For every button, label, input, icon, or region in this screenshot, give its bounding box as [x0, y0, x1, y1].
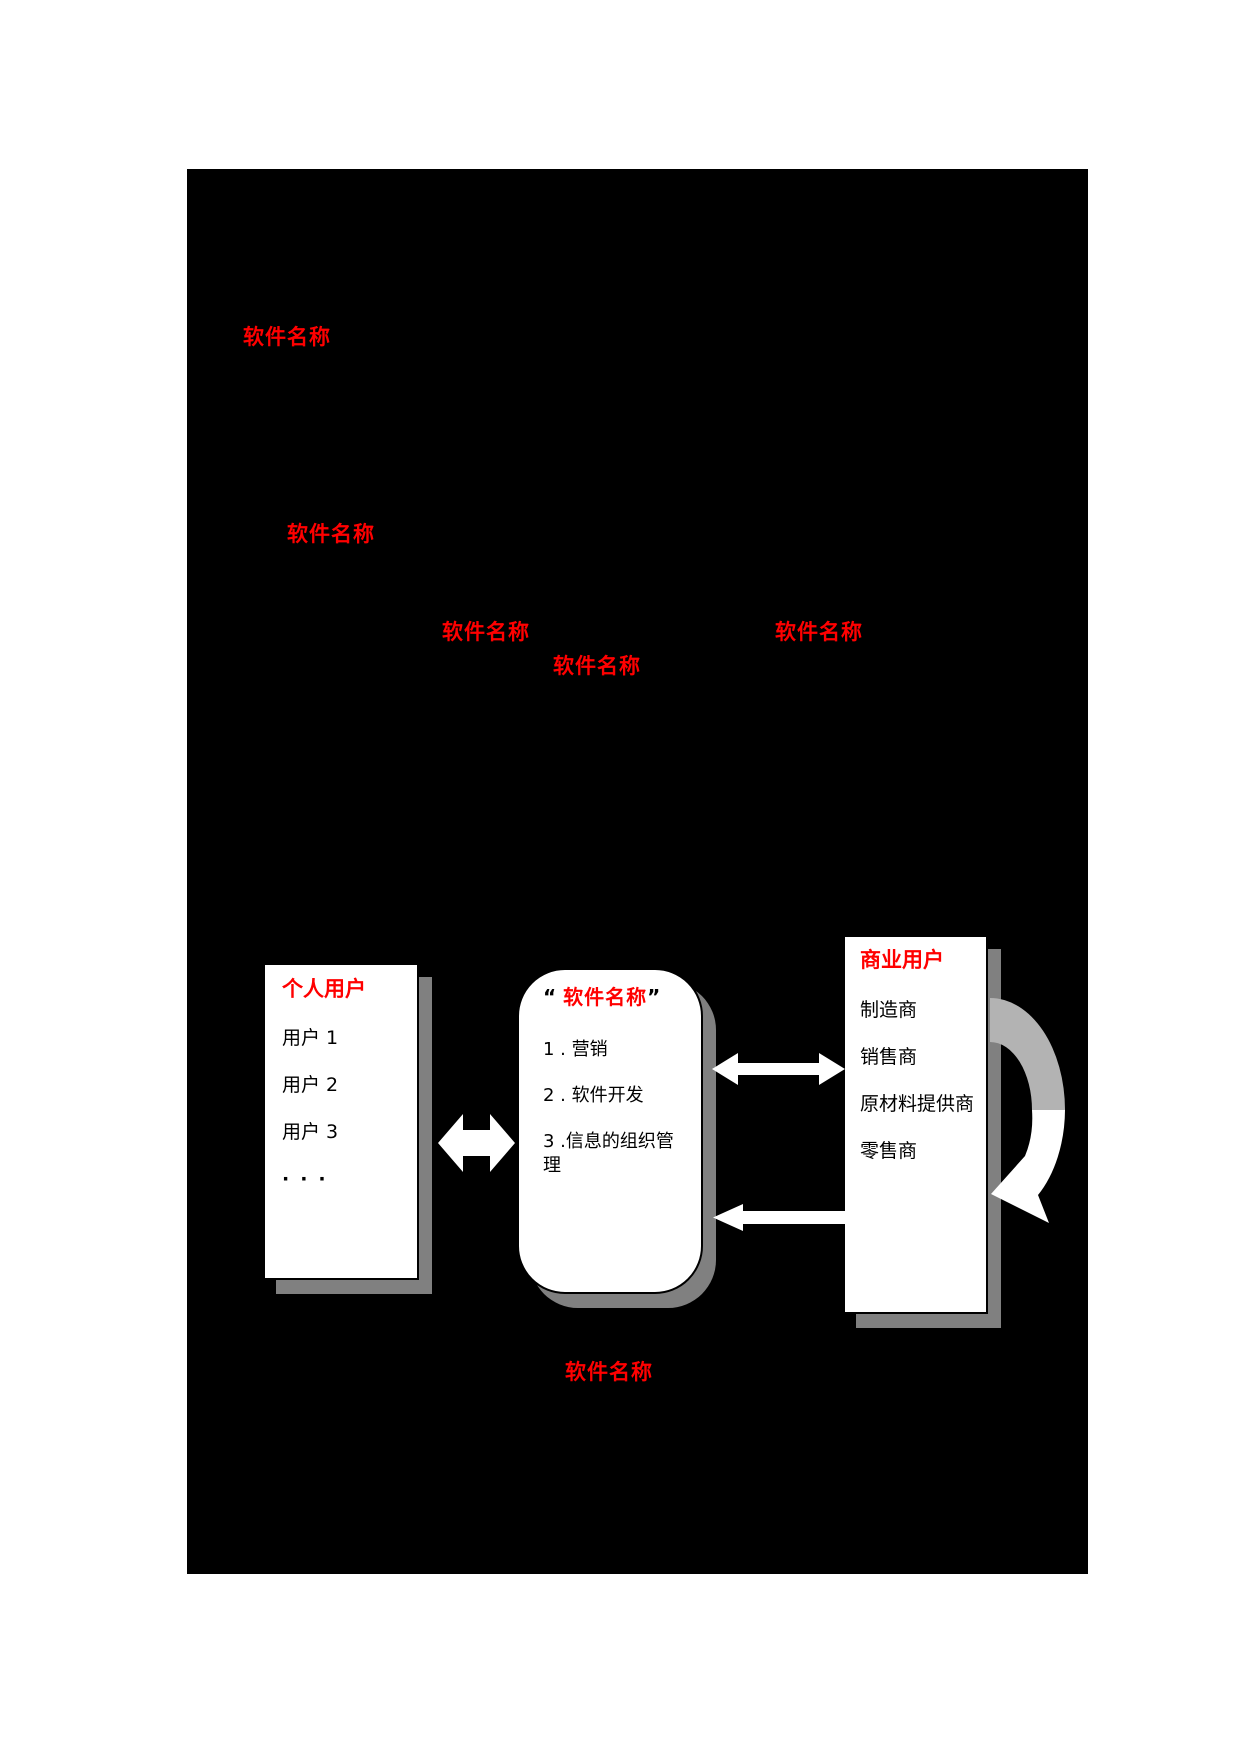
- business-users-box: 商业用户 制造商 销售商 原材料提供商 零售商: [843, 935, 988, 1314]
- close-quote: ”: [647, 985, 661, 1009]
- personal-users-box: 个人用户 用户 1 用户 2 用户 3 ···: [263, 963, 419, 1280]
- personal-users-title: 个人用户: [282, 977, 366, 1001]
- arrow-software-business-icon: [712, 1053, 845, 1085]
- software-name-label: 软件名称: [442, 620, 530, 644]
- software-box: “ 软件名称” 1 . 营销 2 . 软件开发 3 .信息的组织管理: [517, 968, 703, 1294]
- software-name-label: 软件名称: [243, 325, 331, 349]
- business-item: 零售商: [860, 1140, 918, 1162]
- document-canvas: [187, 169, 1088, 1574]
- arrow-business-software-icon: [713, 1204, 845, 1231]
- business-item: 制造商: [860, 999, 918, 1021]
- open-quote: “: [543, 985, 564, 1009]
- software-feature-item: 3 .信息的组织管理: [543, 1131, 674, 1176]
- business-item: 销售商: [860, 1046, 918, 1068]
- business-item: 原材料提供商: [860, 1093, 975, 1115]
- software-name-label: 软件名称: [553, 654, 641, 678]
- figure-caption: 软件名称: [565, 1360, 653, 1384]
- software-box-title-text: 软件名称: [563, 985, 648, 1009]
- software-feature-item: 1 . 营销: [543, 1039, 608, 1060]
- software-name-label: 软件名称: [775, 620, 863, 644]
- ellipsis-dots: ···: [282, 1168, 337, 1190]
- software-feature-item: 2 . 软件开发: [543, 1085, 644, 1106]
- user-item: 用户 1: [282, 1027, 339, 1049]
- business-users-title: 商业用户: [860, 948, 944, 972]
- software-box-title: “ 软件名称”: [543, 986, 689, 1008]
- arrow-personal-software-icon: [438, 1114, 515, 1172]
- user-item: 用户 2: [282, 1074, 339, 1096]
- software-name-label: 软件名称: [287, 522, 375, 546]
- user-item: 用户 3: [282, 1121, 339, 1143]
- business-cycle-arrow-icon: [990, 998, 1065, 1223]
